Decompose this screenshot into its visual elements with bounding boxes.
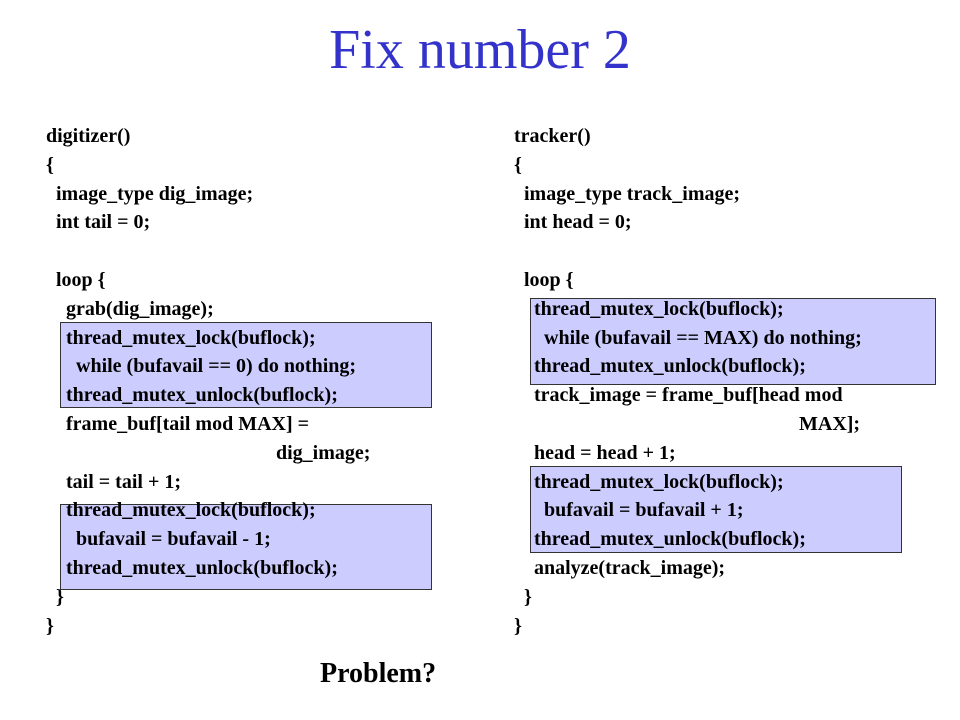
code-line: bufavail = bufavail + 1; [514, 499, 744, 522]
code-line: { [514, 153, 522, 176]
code-line: thread_mutex_unlock(buflock); [514, 528, 806, 551]
code-line: while (bufavail == 0) do nothing; [46, 355, 357, 378]
code-line: loop { [46, 268, 106, 291]
right-critical-section-2-highlight [530, 466, 902, 553]
code-line: thread_mutex_lock(buflock); [46, 499, 316, 522]
left-critical-section-2-highlight [60, 504, 432, 590]
code-line: thread_mutex_lock(buflock); [514, 297, 784, 320]
code-line: track_image = frame_buf[head mod [514, 384, 843, 407]
code-line: int head = 0; [514, 211, 632, 234]
code-line [46, 237, 370, 266]
code-line: } [46, 614, 54, 637]
code-line: digitizer() [46, 125, 131, 147]
code-line: } [514, 585, 532, 608]
code-line: { [46, 153, 54, 176]
code-line: image_type track_image; [514, 182, 741, 205]
code-line: thread_mutex_unlock(buflock); [514, 355, 806, 378]
code-line: image_type dig_image; [46, 182, 254, 205]
code-line: thread_mutex_lock(buflock); [514, 470, 784, 493]
code-line: thread_mutex_lock(buflock); [46, 326, 316, 349]
code-line: grab(dig_image); [46, 297, 214, 320]
right-critical-section-1-highlight [530, 298, 936, 385]
code-line: tracker() [514, 125, 591, 147]
code-line: bufavail = bufavail - 1; [46, 528, 271, 551]
digitizer-code-block: digitizer() { image_type dig_image; int … [46, 122, 370, 640]
code-line: while (bufavail == MAX) do nothing; [514, 326, 862, 349]
code-line: dig_image; [46, 441, 371, 464]
code-line: tail = tail + 1; [46, 470, 181, 493]
tracker-code-block: tracker() { image_type track_image; int … [514, 122, 862, 640]
code-line: MAX]; [514, 412, 861, 435]
slide-title: Fix number 2 [329, 19, 631, 81]
code-line: thread_mutex_unlock(buflock); [46, 556, 338, 579]
code-line: } [46, 585, 64, 608]
code-line: head = head + 1; [514, 441, 676, 464]
code-line: loop { [514, 268, 574, 291]
code-line [514, 237, 862, 266]
code-line: thread_mutex_unlock(buflock); [46, 384, 338, 407]
problem-question: Problem? [320, 658, 437, 689]
code-line: analyze(track_image); [514, 556, 726, 579]
code-line: } [514, 614, 522, 637]
left-critical-section-1-highlight [60, 322, 432, 408]
code-line: int tail = 0; [46, 211, 151, 234]
code-line: frame_buf[tail mod MAX] = [46, 412, 310, 435]
